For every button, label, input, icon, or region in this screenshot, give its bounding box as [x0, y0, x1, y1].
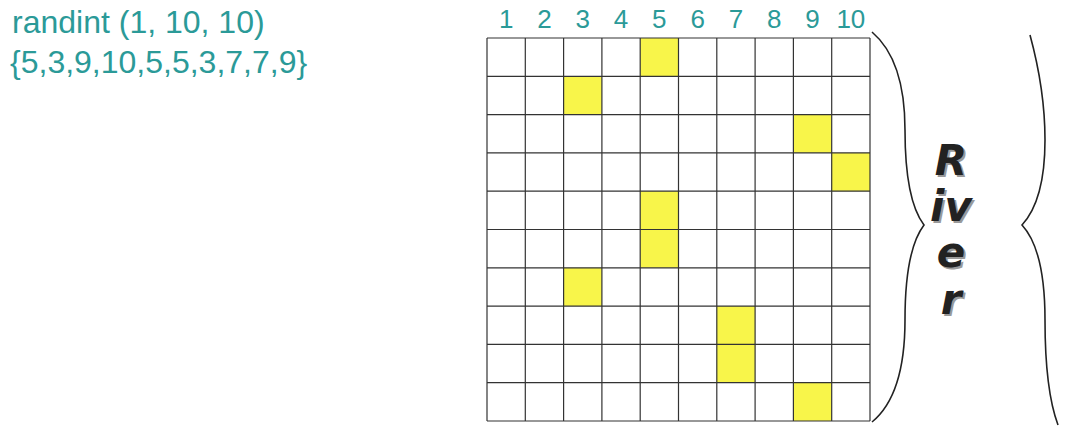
column-number: 1	[499, 4, 513, 35]
grid-line	[487, 344, 870, 345]
grid-line	[831, 38, 832, 421]
column-number: 2	[537, 4, 551, 35]
grid-line	[716, 38, 717, 421]
grid-line	[869, 38, 870, 421]
grid-line	[487, 306, 870, 307]
bank-line	[872, 32, 924, 422]
column-number: 5	[652, 4, 666, 35]
bank-line	[1022, 35, 1058, 425]
grid-line	[754, 38, 755, 421]
column-number: 9	[805, 4, 819, 35]
column-number: 6	[690, 4, 704, 35]
function-call: randint (1, 10, 10)	[12, 4, 265, 41]
grid-lines	[487, 38, 870, 421]
number-list: {5,3,9,10,5,5,3,7,7,9}	[10, 44, 307, 81]
grid-line	[487, 420, 870, 421]
river-label: River	[930, 138, 972, 323]
column-number: 7	[729, 4, 743, 35]
grid-line	[487, 382, 870, 383]
grid-line	[487, 267, 870, 268]
column-number: 3	[576, 4, 590, 35]
column-number: 10	[836, 4, 865, 35]
column-number: 4	[614, 4, 628, 35]
grid-line	[487, 229, 870, 230]
grid-line	[793, 38, 794, 421]
column-number: 8	[767, 4, 781, 35]
